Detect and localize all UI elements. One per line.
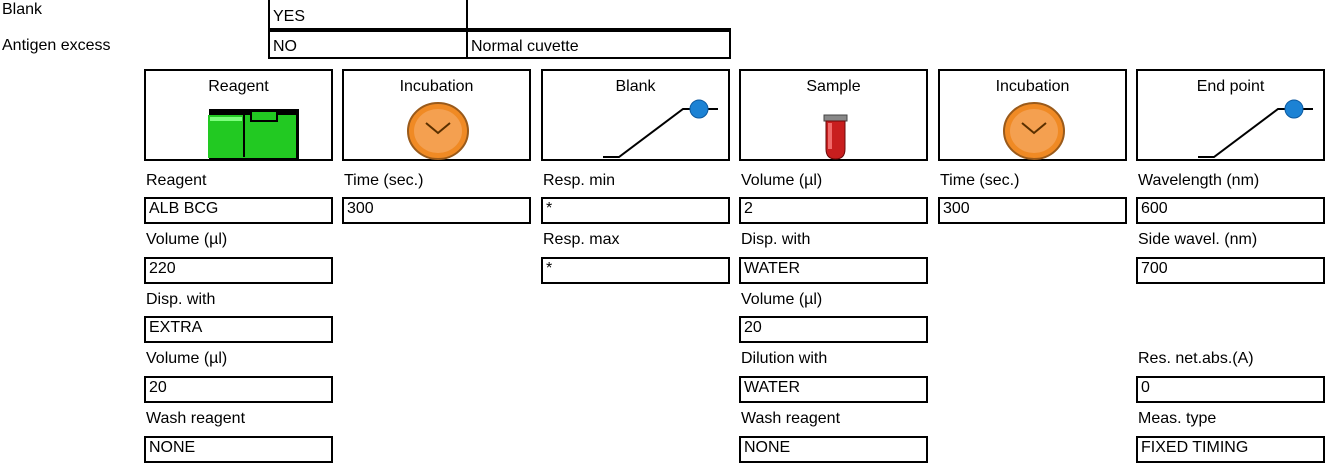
step-title: Incubation (995, 78, 1070, 95)
field-label: Wavelength (nm) (1138, 172, 1260, 189)
grid-line (466, 0, 468, 30)
step-title: Reagent (208, 78, 269, 95)
blank-value[interactable]: YES (273, 8, 306, 25)
reagent-bottle-icon (208, 109, 299, 159)
sample-disp-volume-field[interactable]: 20 (739, 316, 928, 343)
field-label: Disp. with (146, 291, 216, 308)
reagent-volume-field[interactable]: 220 (144, 257, 333, 284)
field-label: Volume (µl) (741, 291, 823, 308)
side-wavelength-field[interactable]: 700 (1136, 257, 1325, 284)
blank-resp-max-field[interactable]: * (541, 257, 730, 284)
field-label: Dilution with (741, 350, 828, 367)
wavelength-field[interactable]: 600 (1136, 197, 1325, 224)
field-label: Side wavel. (nm) (1138, 231, 1258, 248)
sample-dilution-field[interactable]: WATER (739, 376, 928, 403)
clock-icon (1003, 102, 1065, 160)
res-net-abs-field[interactable]: 0 (1136, 376, 1325, 403)
step-header-sample[interactable]: Sample (739, 69, 928, 161)
absorbance-curve-icon (603, 99, 718, 158)
field-label: Reagent (146, 172, 207, 189)
grid-line (268, 28, 731, 30)
step-header-blank[interactable]: Blank (541, 69, 730, 161)
field-label: Resp. max (543, 231, 620, 248)
cuvette-field[interactable]: Normal cuvette (466, 30, 731, 59)
field-label: Time (sec.) (940, 172, 1020, 189)
step-title: Sample (806, 78, 861, 95)
reagent-disp-with-field[interactable]: EXTRA (144, 316, 333, 343)
field-label: Volume (µl) (146, 231, 228, 248)
field-label: Meas. type (1138, 410, 1217, 427)
reagent-name-field[interactable]: ALB BCG (144, 197, 333, 224)
step-header-incubation-2[interactable]: Incubation (938, 69, 1127, 161)
incubation-1-time-field[interactable]: 300 (342, 197, 531, 224)
step-title: Incubation (399, 78, 474, 95)
antigen-excess-field[interactable]: NO (268, 30, 468, 59)
blank-resp-min-field[interactable]: * (541, 197, 730, 224)
sample-disp-with-field[interactable]: WATER (739, 257, 928, 284)
field-label: Wash reagent (146, 410, 246, 427)
reagent-wash-field[interactable]: NONE (144, 436, 333, 463)
field-label: Res. net.abs.(A) (1138, 350, 1254, 367)
field-label: Volume (µl) (146, 350, 228, 367)
step-header-end-point[interactable]: End point (1136, 69, 1325, 161)
blank-label: Blank (2, 1, 43, 18)
field-label: Wash reagent (741, 410, 841, 427)
field-label: Resp. min (543, 172, 616, 189)
meas-type-field[interactable]: FIXED TIMING (1136, 436, 1325, 463)
clock-icon (407, 102, 469, 160)
incubation-2-time-field[interactable]: 300 (938, 197, 1127, 224)
field-label: Time (sec.) (344, 172, 424, 189)
step-title: End point (1196, 78, 1265, 95)
sample-tube-icon (823, 114, 848, 160)
step-header-incubation-1[interactable]: Incubation (342, 69, 531, 161)
field-label: Volume (µl) (741, 172, 823, 189)
field-label: Disp. with (741, 231, 811, 248)
sample-volume-field[interactable]: 2 (739, 197, 928, 224)
step-header-reagent[interactable]: Reagent (144, 69, 333, 161)
sample-wash-field[interactable]: NONE (739, 436, 928, 463)
step-title: Blank (615, 78, 656, 95)
absorbance-curve-icon (1198, 99, 1313, 158)
antigen-excess-label: Antigen excess (2, 37, 111, 54)
reagent-disp-volume-field[interactable]: 20 (144, 376, 333, 403)
